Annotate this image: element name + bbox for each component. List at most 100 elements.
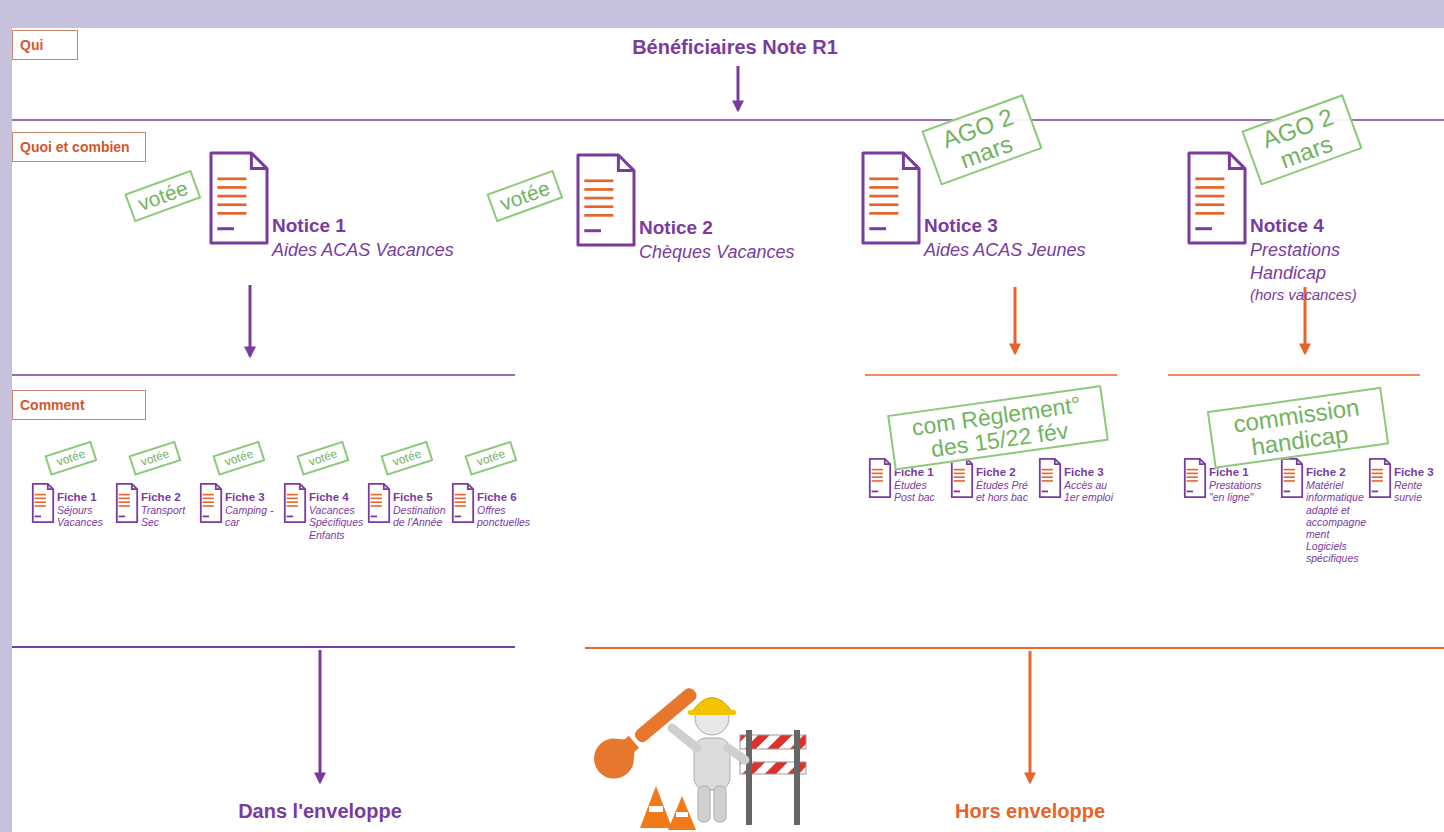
node-heading: votée: [139, 447, 171, 468]
document-line: [217, 195, 246, 198]
divider-line: [12, 374, 515, 376]
worker-arm: [672, 728, 697, 748]
text-group: votée: [475, 447, 507, 468]
document-line: [954, 473, 965, 475]
document-line: [1284, 491, 1290, 493]
barrier-post: [794, 730, 800, 825]
status-stamp: votée: [464, 441, 517, 476]
document-line: [203, 501, 214, 503]
traffic-cone: [640, 786, 672, 828]
document-line: [217, 203, 246, 206]
document-line: [954, 480, 965, 482]
document-line: [371, 498, 382, 500]
document-line: [584, 229, 601, 232]
document-line: [1284, 480, 1295, 482]
document-icon: [1280, 457, 1304, 499]
document-fold: [384, 484, 389, 489]
status-stamp: votée: [44, 441, 97, 476]
node-body: Prestations "en ligne": [1209, 479, 1271, 503]
node-body: Offres ponctuelles: [477, 504, 533, 528]
node-body: Accès au 1er emploi: [1064, 479, 1122, 503]
document-line: [455, 498, 466, 500]
text-group: Quoi et combien: [20, 139, 138, 155]
node-body: Aides ACAS Vacances: [272, 239, 454, 262]
node-heading: Fiche 5: [393, 490, 449, 504]
document-fold: [1229, 153, 1245, 169]
status-stamp: com Règlement° des 15/22 fév: [887, 385, 1109, 471]
document-line: [203, 505, 214, 507]
document-line: [119, 501, 130, 503]
text-group: Fiche 4Vacances Spécifiques Enfants: [309, 482, 365, 541]
node-heading: votée: [55, 447, 87, 468]
node-heading: Fiche 3: [1064, 465, 1122, 479]
document-outline: [201, 484, 221, 522]
status-stamp: votée: [296, 441, 349, 476]
node-body: Chèques Vacances: [639, 241, 794, 264]
node-heading: Notice 2: [639, 216, 794, 241]
document-line: [1042, 480, 1053, 482]
fiche-document: Fiche 1Séjours Vacances: [31, 482, 113, 529]
document-line: [287, 516, 293, 518]
document-line: [869, 212, 898, 215]
section-tag: Qui: [12, 30, 78, 60]
document-line: [954, 469, 965, 471]
text-group: Fiche 2Transport Sec: [141, 482, 197, 529]
document-line: [1187, 480, 1198, 482]
document-line: [455, 494, 466, 496]
node-body: Séjours Vacances: [57, 504, 113, 528]
document-line: [872, 469, 883, 471]
fiche-document: Fiche 3Rente survie: [1368, 457, 1438, 504]
document-fold: [251, 153, 267, 169]
node-body: (hors vacances): [1250, 285, 1368, 305]
node-heading: com Règlement° des 15/22 fév: [898, 390, 1099, 465]
node-body: Transport Sec: [141, 504, 197, 528]
text-group: Notice 1Aides ACAS Vacances: [272, 150, 454, 262]
document-outline: [369, 484, 389, 522]
document-line: [217, 186, 246, 189]
divider-line: [865, 374, 1117, 376]
text-group: AGO 2 mars: [932, 101, 1032, 178]
document-fold: [216, 484, 221, 489]
document-icon: [1186, 150, 1248, 246]
node-body: Prestations Handicap: [1250, 239, 1368, 286]
text-group: com Règlement° des 15/22 fév: [898, 390, 1099, 465]
text-group: Fiche 3Camping -car: [225, 482, 281, 529]
document-icon: [868, 457, 892, 499]
text-group: Fiche 6Offres ponctuelles: [477, 482, 533, 529]
node-body: Destination de l'Année: [393, 504, 449, 528]
document-outline: [578, 155, 634, 245]
document-outline: [1282, 459, 1302, 497]
fiche-document: Fiche 2Matériel informatique adapté et a…: [1280, 457, 1368, 564]
section-tag: Comment: [12, 390, 146, 420]
document-line: [584, 214, 613, 217]
text-group: votée: [139, 447, 171, 468]
document-line: [1372, 491, 1378, 493]
document-line: [1187, 491, 1193, 493]
document-line: [1372, 476, 1383, 478]
document-line: [371, 516, 377, 518]
text-group: Fiche 3Accès au 1er emploi: [1064, 457, 1122, 504]
document-line: [35, 498, 46, 500]
node-body: Aides ACAS Jeunes: [924, 239, 1085, 262]
document-fold: [468, 484, 473, 489]
outcome-label: Hors enveloppe: [955, 800, 1105, 823]
node-heading: Notice 4: [1250, 214, 1368, 239]
document-line: [1372, 469, 1383, 471]
document-line: [1195, 195, 1224, 198]
node-body: Études Pré et hors bac: [976, 479, 1032, 503]
text-group: votée: [135, 177, 191, 215]
status-stamp: votée: [212, 441, 265, 476]
document-line: [954, 491, 960, 493]
document-outline: [211, 153, 267, 243]
document-icon: [950, 457, 974, 499]
document-outline: [952, 459, 972, 497]
divider-line: [585, 647, 1444, 649]
text-group: votée: [55, 447, 87, 468]
divider-line: [12, 646, 515, 648]
document-icon: [860, 150, 922, 246]
document-outline: [117, 484, 137, 522]
document-line: [217, 212, 246, 215]
divider-line: [1168, 374, 1420, 376]
document-outline: [1370, 459, 1390, 497]
